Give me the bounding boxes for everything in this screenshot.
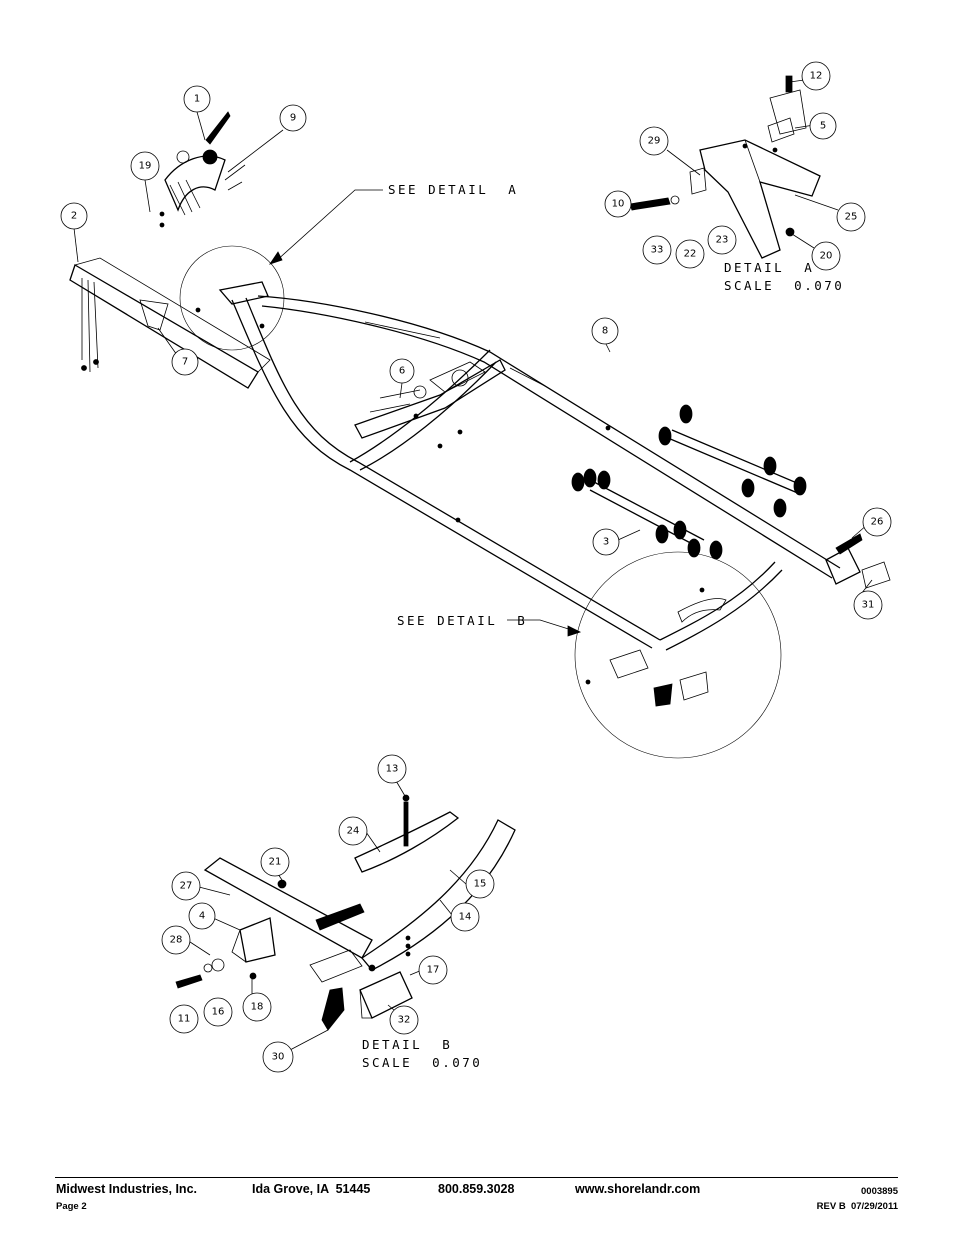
- svg-text:18: 18: [251, 1002, 264, 1013]
- svg-text:26: 26: [871, 517, 884, 528]
- callout: 15: [465, 869, 495, 899]
- callout: 5: [809, 112, 837, 140]
- svg-text:25: 25: [845, 212, 858, 223]
- detail-b-marker: [574, 551, 782, 759]
- callout: 17: [418, 955, 448, 985]
- svg-text:11: 11: [178, 1014, 191, 1025]
- revision-info: REV B 07/29/2011: [816, 1201, 898, 1212]
- detail-b-scale: SCALE 0.070: [362, 1055, 482, 1070]
- callout: 1: [183, 85, 211, 113]
- callout: 18: [242, 992, 272, 1022]
- detail-b-title: DETAIL B: [362, 1037, 452, 1052]
- callout: 31: [853, 590, 883, 620]
- winch-assembly: [159, 111, 246, 228]
- callout: 30: [262, 1041, 294, 1073]
- callout: 32: [389, 1005, 419, 1035]
- callout: 28: [161, 925, 191, 955]
- footer-rule: [55, 1177, 898, 1178]
- callout: 6: [389, 358, 415, 384]
- callout: 21: [260, 847, 290, 877]
- svg-text:4: 4: [199, 911, 205, 922]
- svg-text:10: 10: [612, 199, 625, 210]
- callout-group: 1 9 19 2 7 6 8 12 5 29 10 25 33 22 23 20…: [60, 61, 892, 1073]
- see-detail-a-label: SEE DETAIL A: [388, 182, 518, 197]
- company-phone: 800.859.3028: [438, 1182, 515, 1196]
- svg-text:22: 22: [684, 249, 697, 260]
- callout: 26: [862, 507, 892, 537]
- company-name: Midwest Industries, Inc.: [56, 1182, 197, 1196]
- callout: 4: [188, 902, 216, 930]
- svg-text:31: 31: [862, 600, 875, 611]
- svg-text:6: 6: [399, 366, 405, 377]
- callout: 22: [675, 239, 705, 269]
- svg-text:14: 14: [459, 912, 472, 923]
- callout: 27: [171, 871, 201, 901]
- detail-a-marker: [179, 245, 285, 351]
- callout: 23: [707, 225, 737, 255]
- callout: 10: [604, 190, 632, 218]
- document-number: 0003895: [861, 1186, 898, 1197]
- svg-text:5: 5: [820, 121, 826, 132]
- svg-text:21: 21: [269, 857, 282, 868]
- callout: 25: [836, 202, 866, 232]
- callout: 29: [639, 126, 669, 156]
- svg-text:15: 15: [474, 879, 487, 890]
- detail-a-drawing: [629, 75, 821, 259]
- callout: 20: [811, 241, 841, 271]
- svg-text:7: 7: [182, 357, 188, 368]
- see-detail-b-label: SEE DETAIL B: [397, 613, 527, 628]
- callout: 8: [591, 317, 619, 345]
- svg-text:29: 29: [648, 136, 661, 147]
- svg-text:12: 12: [810, 71, 823, 82]
- svg-text:19: 19: [139, 161, 152, 172]
- svg-text:24: 24: [347, 826, 360, 837]
- callout: 14: [450, 902, 480, 932]
- svg-text:27: 27: [180, 881, 193, 892]
- svg-text:1: 1: [194, 94, 200, 105]
- company-city: Ida Grove, IA 51445: [252, 1182, 371, 1196]
- svg-text:16: 16: [212, 1007, 225, 1018]
- callout: 13: [377, 754, 407, 784]
- svg-text:23: 23: [716, 235, 729, 246]
- leader-lines: [73, 79, 873, 1051]
- callout: 33: [642, 235, 672, 265]
- callout: 2: [60, 202, 88, 230]
- detail-a-scale: SCALE 0.070: [724, 278, 844, 293]
- svg-text:2: 2: [71, 211, 77, 222]
- svg-text:3: 3: [603, 537, 609, 548]
- callout: 19: [130, 151, 160, 181]
- callout: 16: [203, 997, 233, 1027]
- svg-text:9: 9: [290, 113, 296, 124]
- svg-text:28: 28: [170, 935, 183, 946]
- svg-text:30: 30: [272, 1052, 285, 1063]
- callout: 3: [592, 528, 620, 556]
- callout: 9: [279, 104, 307, 132]
- detail-b-drawing: [175, 794, 516, 1031]
- svg-text:20: 20: [820, 251, 833, 262]
- svg-text:33: 33: [651, 245, 664, 256]
- detail-a-title: DETAIL A: [724, 260, 814, 275]
- svg-text:13: 13: [386, 764, 399, 775]
- svg-text:8: 8: [602, 326, 608, 337]
- svg-text:32: 32: [398, 1015, 411, 1026]
- callout: 11: [169, 1004, 199, 1034]
- callout: 7: [171, 348, 199, 376]
- callout: 12: [801, 61, 831, 91]
- company-website[interactable]: www.shorelandr.com: [575, 1182, 701, 1196]
- page-number: Page 2: [56, 1201, 87, 1212]
- trailer-frame: [69, 257, 891, 707]
- svg-text:17: 17: [427, 965, 440, 976]
- callout: 24: [338, 816, 368, 846]
